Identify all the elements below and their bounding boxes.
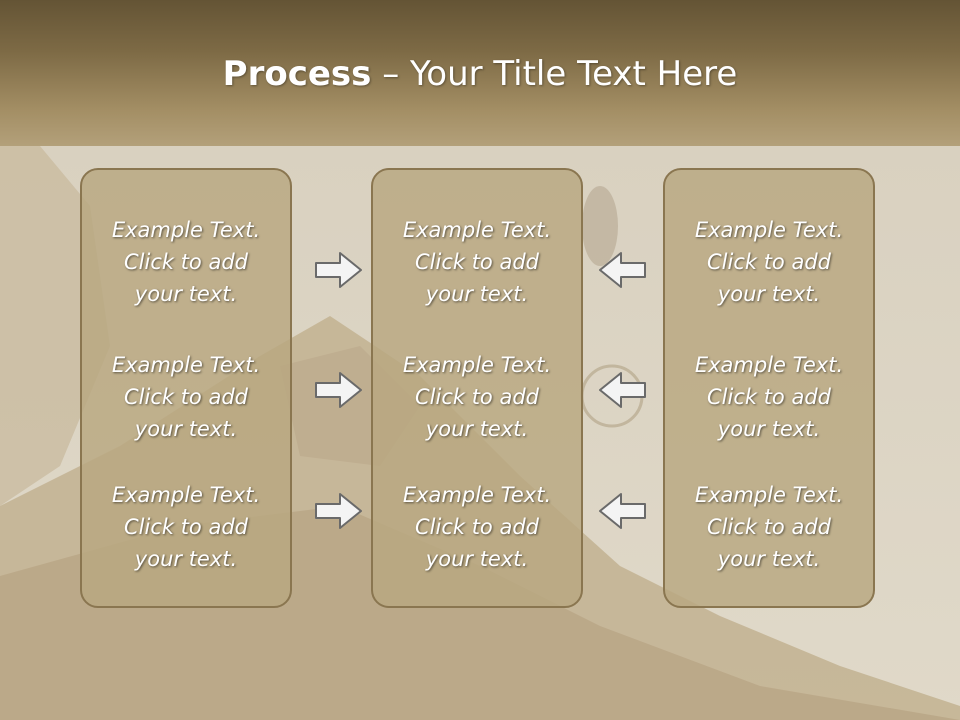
placeholder-text[interactable]: Example Text. Click to add your text. bbox=[111, 218, 261, 306]
placeholder-text[interactable]: Example Text. Click to add your text. bbox=[402, 353, 552, 441]
arrow-right-icon[interactable] bbox=[314, 370, 364, 410]
arrow-left-icon[interactable] bbox=[597, 250, 647, 290]
process-box-left[interactable]: Example Text. Click to add your text. Ex… bbox=[80, 168, 292, 608]
placeholder-text[interactable]: Example Text. Click to add your text. bbox=[111, 353, 261, 441]
arrow-left-icon[interactable] bbox=[597, 491, 647, 531]
placeholder-text[interactable]: Example Text. Click to add your text. bbox=[694, 483, 844, 571]
placeholder-text[interactable]: Example Text. Click to add your text. bbox=[694, 218, 844, 306]
process-box-center[interactable]: Example Text. Click to add your text. Ex… bbox=[371, 168, 583, 608]
process-box-right[interactable]: Example Text. Click to add your text. Ex… bbox=[663, 168, 875, 608]
placeholder-text[interactable]: Example Text. Click to add your text. bbox=[402, 218, 552, 306]
placeholder-text[interactable]: Example Text. Click to add your text. bbox=[111, 483, 261, 571]
title-bold: Process bbox=[222, 54, 372, 94]
arrow-right-icon[interactable] bbox=[314, 250, 364, 290]
title-separator: – bbox=[371, 54, 411, 94]
title-bar: Process – Your Title Text Here bbox=[0, 0, 960, 146]
slide-title[interactable]: Process – Your Title Text Here bbox=[0, 52, 960, 96]
title-text: Your Title Text Here bbox=[410, 54, 738, 94]
arrow-right-icon[interactable] bbox=[314, 491, 364, 531]
arrow-left-icon[interactable] bbox=[597, 370, 647, 410]
placeholder-text[interactable]: Example Text. Click to add your text. bbox=[694, 353, 844, 441]
placeholder-text[interactable]: Example Text. Click to add your text. bbox=[402, 483, 552, 571]
